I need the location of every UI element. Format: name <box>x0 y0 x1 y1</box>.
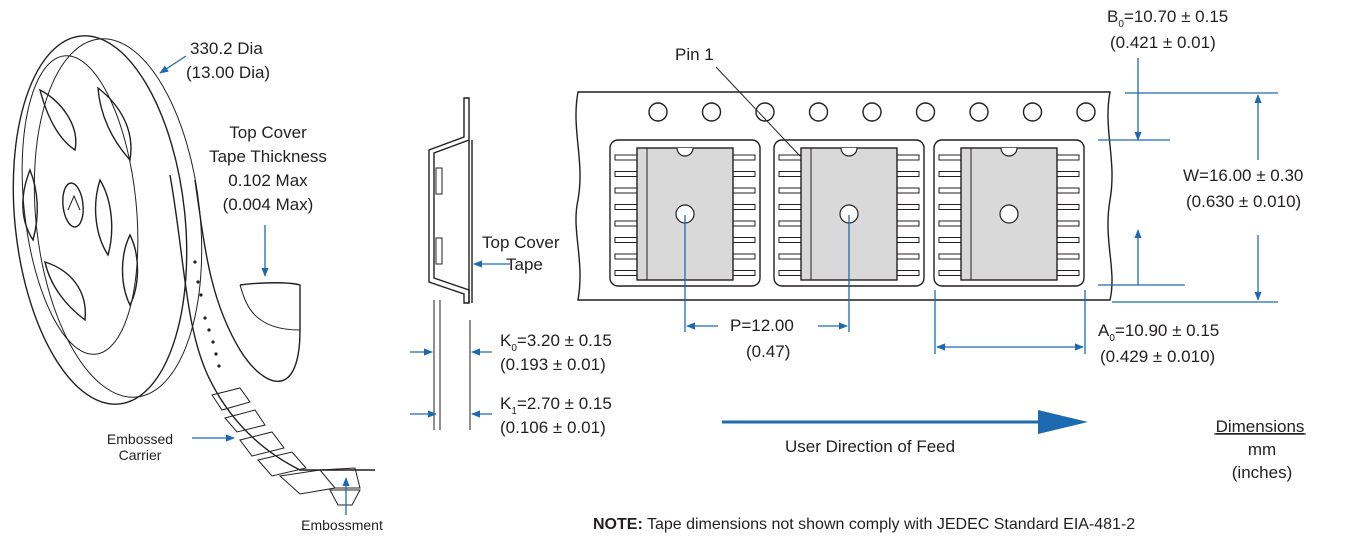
a0-dimension: A0=10.90 ± 0.15 <box>1098 321 1219 344</box>
p-dimension-inches: (0.47) <box>746 342 790 361</box>
k1-dimension-inches: (0.106 ± 0.01) <box>500 418 606 437</box>
note-text: NOTE: Tape dimensions not shown comply w… <box>593 516 1135 533</box>
sprocket-hole <box>808 102 829 122</box>
svg-text:(0.004 Max): (0.004 Max) <box>223 195 314 214</box>
sprocket-hole <box>862 102 882 122</box>
sprocket-hole <box>969 102 989 122</box>
sprocket-hole <box>755 102 775 122</box>
top-cover-tape-label: Top Cover <box>482 233 560 252</box>
embossed-carrier-label: Embossed <box>107 431 173 447</box>
feed-direction-label: User Direction of Feed <box>785 437 955 456</box>
svg-text:Tape Thickness: Tape Thickness <box>209 147 327 166</box>
svg-text:Top Cover: Top Cover <box>229 123 307 142</box>
cover-thickness-label: Top Cover Tape Thickness 0.102 Max (0.00… <box>209 123 327 214</box>
pin1-label: Pin 1 <box>675 45 714 64</box>
b0-dimension: B0=10.70 ± 0.15 <box>1107 7 1228 30</box>
reel-diameter-inches: (13.00 Dia) <box>186 63 270 82</box>
sprocket-hole <box>701 102 722 122</box>
b0-dimension-inches: (0.421 ± 0.01) <box>1110 33 1216 52</box>
dimensions-legend-inches: (inches) <box>1232 463 1292 482</box>
tape-pocket <box>933 139 1085 287</box>
k1-dimension: K1=2.70 ± 0.15 <box>500 394 612 417</box>
svg-text:0.102 Max: 0.102 Max <box>228 171 308 190</box>
sprocket-hole <box>915 102 936 122</box>
top-cover-tape-label-2: Tape <box>506 255 543 274</box>
reel-diameter-mm: 330.2 Dia <box>190 39 263 58</box>
k0-dimension: K0=3.20 ± 0.15 <box>500 331 612 354</box>
w-dimension: W=16.00 ± 0.30 <box>1183 166 1303 185</box>
dimensions-legend-mm: mm <box>1248 440 1276 459</box>
p-dimension: P=12.00 <box>730 316 794 335</box>
tape-side-view <box>428 97 473 430</box>
a0-dimension-inches: (0.429 ± 0.010) <box>1100 347 1215 366</box>
feed-direction-arrowhead <box>1038 410 1088 434</box>
dimensions-legend-title: Dimensions <box>1216 417 1305 436</box>
embossment-label: Embossment <box>301 517 383 533</box>
sprocket-hole <box>648 102 668 122</box>
carrier-tape-top-view <box>575 91 1113 301</box>
w-dimension-inches: (0.630 ± 0.010) <box>1186 192 1301 211</box>
sprocket-hole <box>1022 102 1043 122</box>
embossed-carrier-label-2: Carrier <box>119 447 162 463</box>
sprocket-hole <box>1076 102 1096 122</box>
reel-drawing <box>12 35 375 506</box>
k0-dimension-inches: (0.193 ± 0.01) <box>500 355 606 374</box>
